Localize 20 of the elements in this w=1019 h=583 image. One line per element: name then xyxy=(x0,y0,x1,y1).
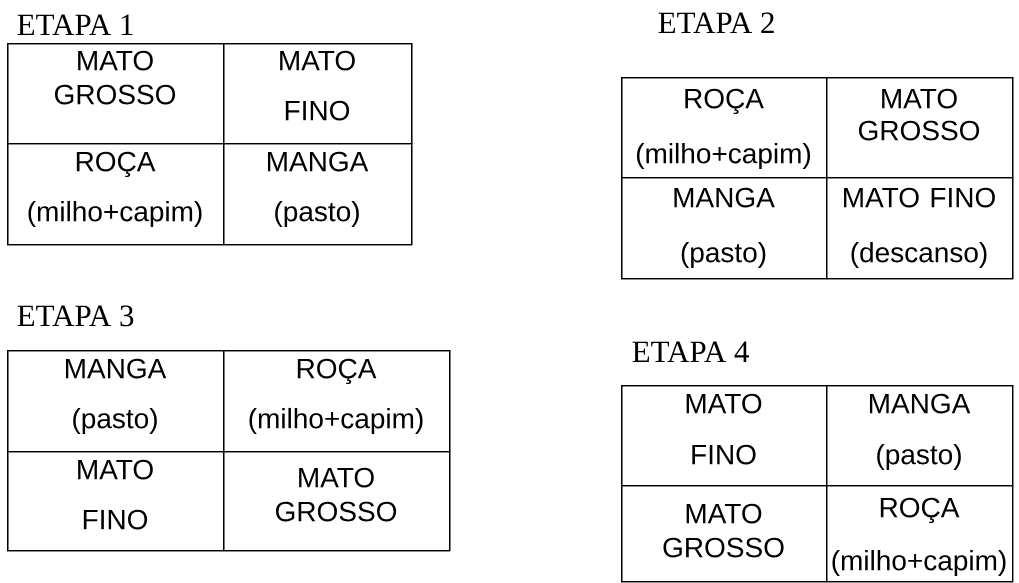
table-cell: MATO FINO (descanso) xyxy=(826,177,1014,280)
table-cell: MATO GROSSO xyxy=(7,43,225,145)
table-cell: ROÇA (milho+capim) xyxy=(223,350,451,453)
table-cell: MATO GROSSO xyxy=(826,77,1014,179)
table-cell: MATO GROSSO xyxy=(621,485,828,583)
table-cell: MATO FINO xyxy=(621,385,828,487)
table-cell: MANGA (pasto) xyxy=(826,385,1014,487)
table-cell: MATO FINO xyxy=(223,43,413,145)
table-cell: MANGA (pasto) xyxy=(223,143,413,246)
table-cell: ROÇA (milho+capim) xyxy=(826,485,1014,583)
table-cell: MATO FINO xyxy=(7,451,225,552)
table-cell: ROÇA (milho+capim) xyxy=(621,77,828,179)
table-cell: ROÇA (milho+capim) xyxy=(7,143,225,246)
heading: ETAPA 2 xyxy=(658,12,774,33)
heading: ETAPA 3 xyxy=(17,305,134,327)
heading: ETAPA 1 xyxy=(17,14,133,35)
table-cell: MATO GROSSO xyxy=(223,451,451,552)
table-cell: MANGA (pasto) xyxy=(7,350,225,453)
heading: ETAPA 4 xyxy=(632,341,749,362)
table-cell: MANGA (pasto) xyxy=(621,177,828,280)
